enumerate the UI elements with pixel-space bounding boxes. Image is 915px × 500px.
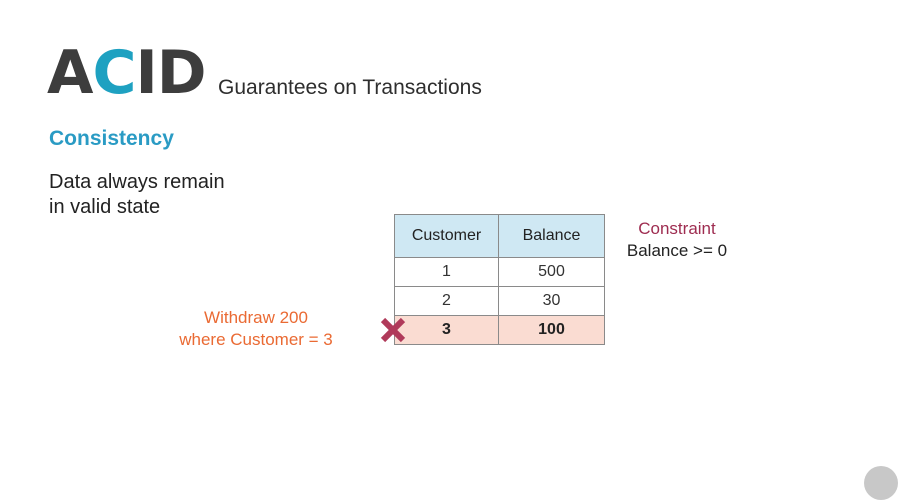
description-line: Data always remain xyxy=(49,171,225,193)
cell-balance: 30 xyxy=(498,286,605,316)
cell-customer: 2 xyxy=(394,286,499,316)
logo-letter-a: A xyxy=(47,38,93,108)
operation-line: Withdraw 200 xyxy=(204,308,308,327)
cell-balance: 500 xyxy=(498,257,605,287)
logo-letters-id: ID xyxy=(135,38,206,108)
slide: ACID Guarantees on Transactions Consiste… xyxy=(47,43,898,500)
x-mark-icon xyxy=(380,317,406,343)
table-header-row: Customer Balance xyxy=(394,214,605,258)
constraint-rule: Balance >= 0 xyxy=(626,241,728,260)
customer-balance-table: Customer Balance 1 500 2 30 3 100 xyxy=(394,214,605,345)
player-control-icon[interactable] xyxy=(864,466,898,500)
cell-balance: 100 xyxy=(498,315,605,345)
table-row-highlighted: 3 100 xyxy=(394,315,605,345)
withdraw-operation: Withdraw 200 where Customer = 3 xyxy=(170,307,342,351)
cell-customer: 1 xyxy=(394,257,499,287)
column-header-customer: Customer xyxy=(394,214,499,258)
slide-subtitle: Guarantees on Transactions xyxy=(218,76,482,99)
operation-line: where Customer = 3 xyxy=(179,330,333,349)
constraint-note: Constraint Balance >= 0 xyxy=(624,218,730,262)
description: Data always remain in valid state xyxy=(49,170,225,220)
logo-letter-c: C xyxy=(92,38,136,108)
table-row: 2 30 xyxy=(394,286,605,316)
constraint-label: Constraint xyxy=(638,219,716,238)
cell-customer: 3 xyxy=(394,315,499,345)
acid-logo: ACID xyxy=(47,43,207,103)
section-title: Consistency xyxy=(49,127,174,150)
table-row: 1 500 xyxy=(394,257,605,287)
description-line: in valid state xyxy=(49,196,161,218)
column-header-balance: Balance xyxy=(498,214,605,258)
